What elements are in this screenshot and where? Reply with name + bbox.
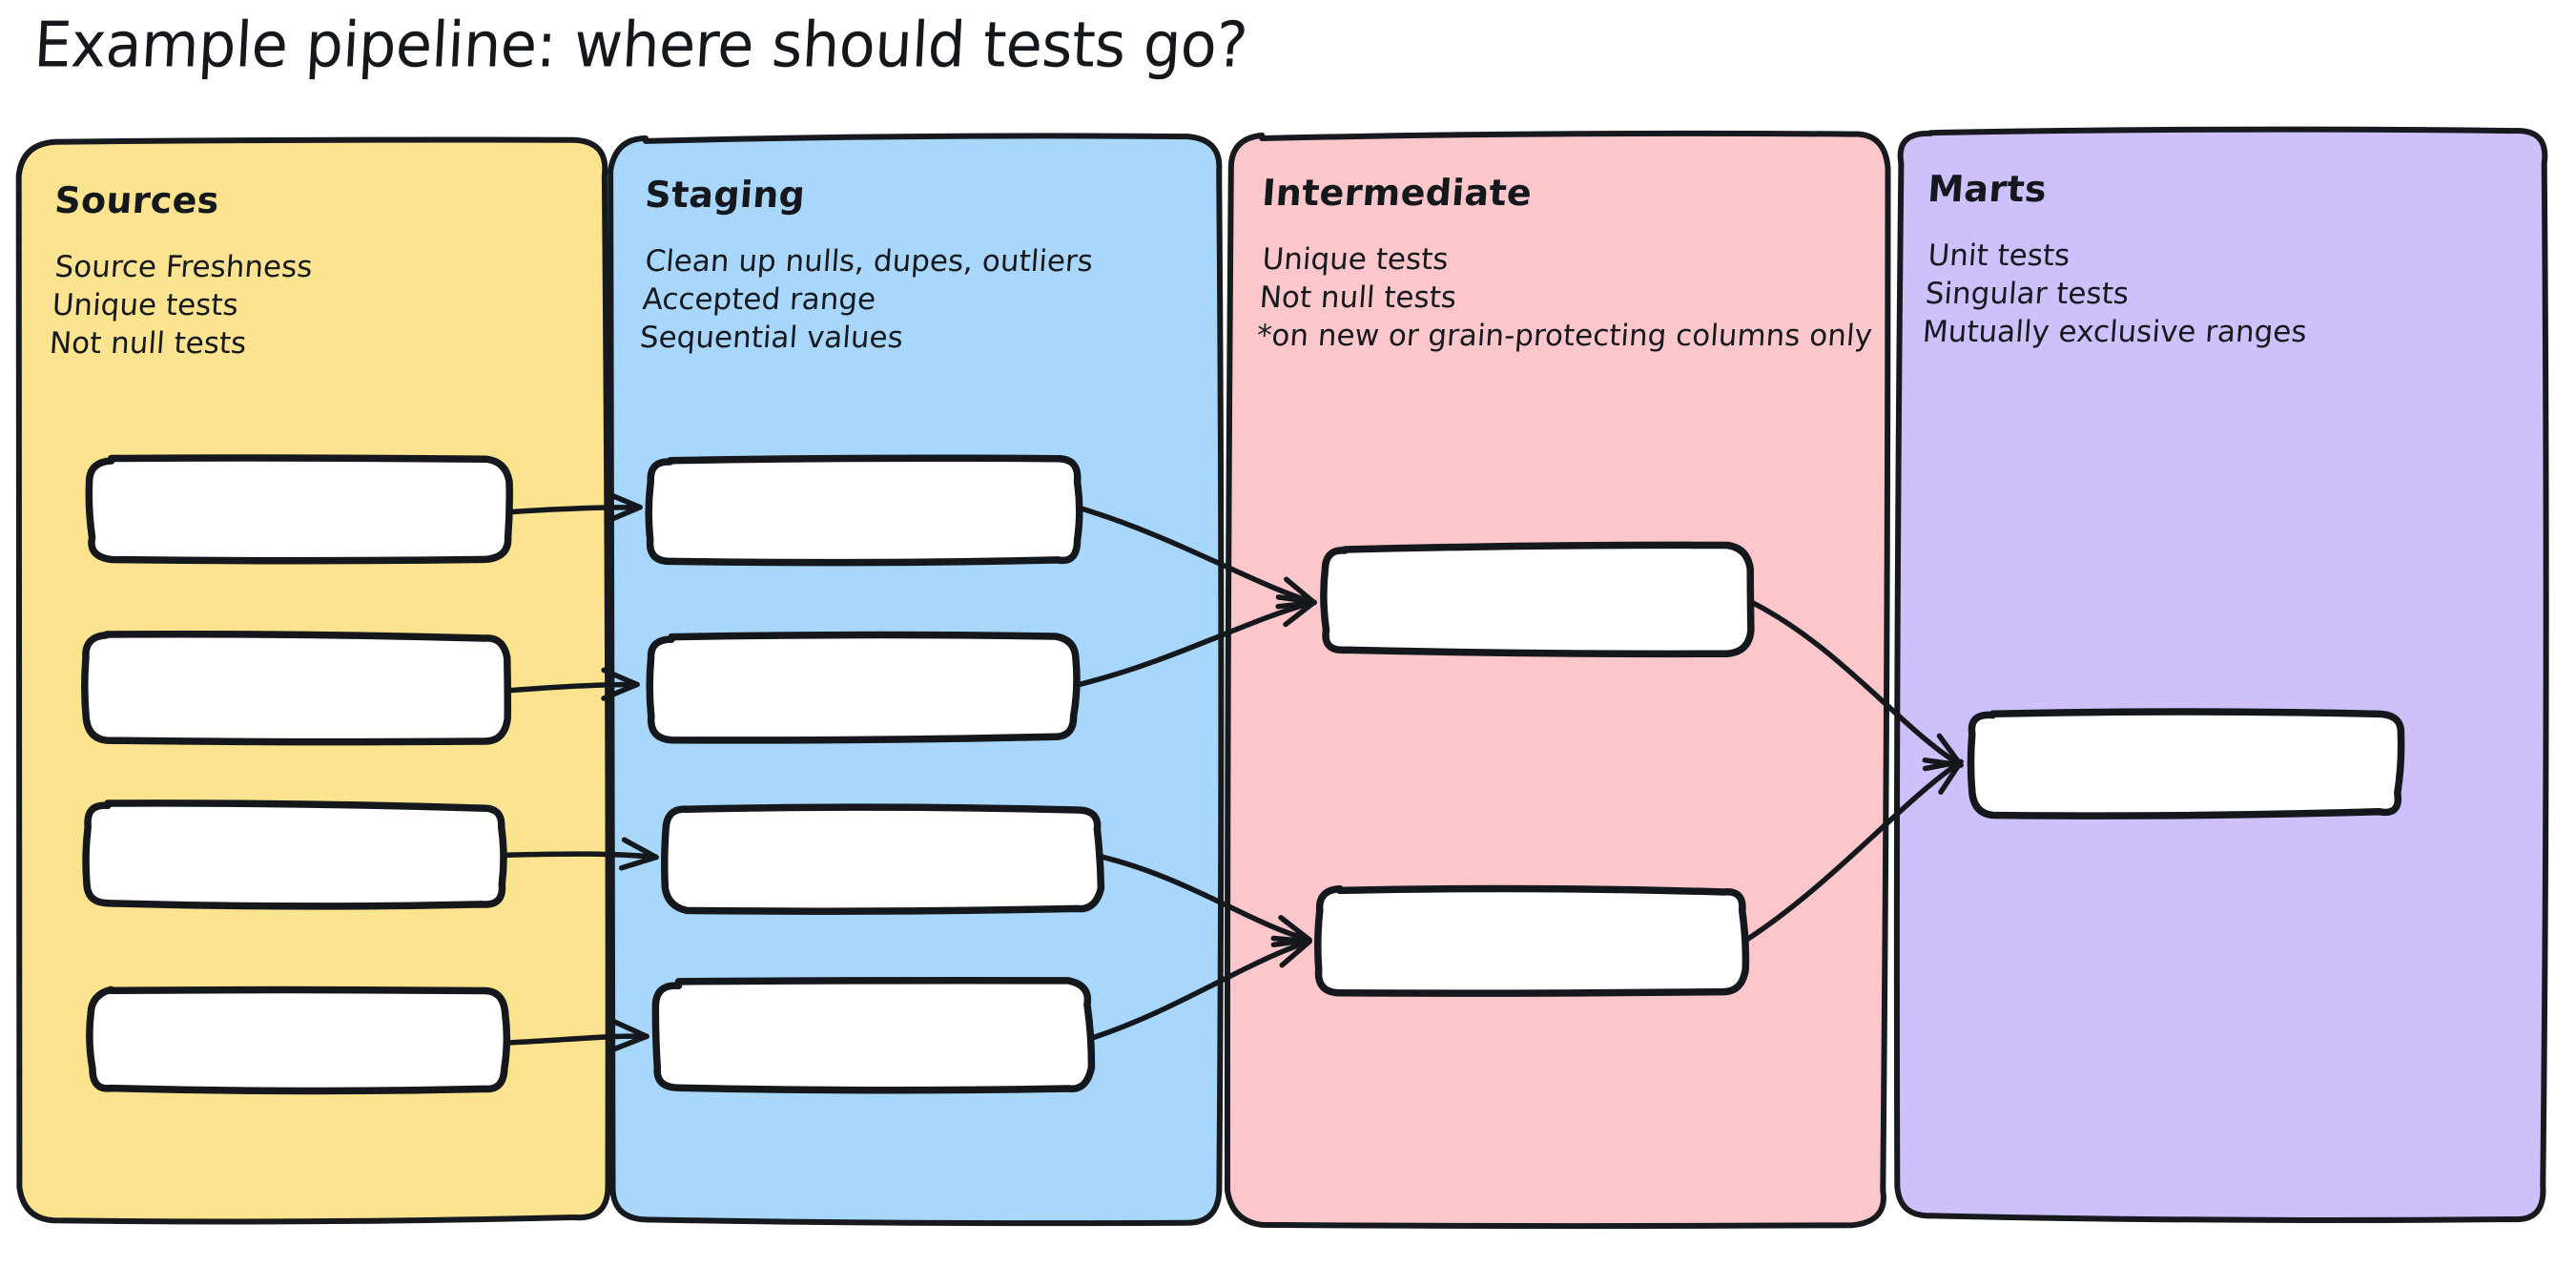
node-boxes [81, 454, 2405, 1095]
node-int-2[interactable] [1314, 884, 1750, 997]
lane-note-line: Not null tests [1258, 280, 1458, 315]
lane-note-line: Singular tests [1924, 277, 2131, 311]
arrowhead-icon [601, 681, 640, 701]
arrowhead-icon [604, 490, 643, 510]
arrowhead-icon [1275, 594, 1317, 605]
lane-note-line: Source Freshness [53, 250, 314, 284]
lane-note-line: Sequential values [638, 321, 905, 355]
edge-src-3-to-stg-3 [503, 851, 659, 861]
lane-heading-staging: Staging [643, 174, 807, 216]
arrowhead-icon [1279, 939, 1312, 968]
node-stg-1[interactable] [645, 454, 1083, 567]
edge-stg-2-to-int-1 [1077, 599, 1317, 688]
arrowhead-icon [1270, 935, 1312, 944]
lane-note-line: *on new or grain-protecting columns only [1255, 319, 1874, 353]
lane-note-line: Not null tests [48, 326, 248, 361]
node-stg-2[interactable] [646, 631, 1081, 744]
edge-src-4-to-stg-4 [506, 1033, 649, 1046]
edge-int-1-to-mart-1 [1749, 599, 1964, 768]
node-int-1[interactable] [1320, 541, 1755, 658]
arrowhead-icon [1284, 576, 1317, 606]
arrowhead-icon [618, 854, 659, 871]
lane-note-line: Mutually exclusive ranges [1921, 315, 2308, 349]
edge-stg-3-to-int-2 [1096, 853, 1312, 943]
edge-stg-4-to-int-2 [1086, 939, 1312, 1042]
node-src-4[interactable] [86, 986, 511, 1095]
node-src-3[interactable] [82, 799, 507, 910]
arrowhead-icon [609, 1033, 649, 1052]
lane-marts[interactable] [1893, 126, 2549, 1223]
arrowhead-icon [601, 667, 640, 688]
edge-src-2-to-stg-2 [505, 681, 640, 694]
arrowhead-icon [621, 837, 659, 861]
lane-note-line: Unit tests [1927, 239, 2071, 273]
edge-stg-1-to-int-1 [1080, 506, 1317, 606]
arrowhead-icon [1278, 915, 1312, 943]
lane-note-line: Accepted range [641, 282, 877, 317]
lane-heading-marts: Marts [1926, 168, 2049, 210]
arrowhead-icon [604, 504, 643, 525]
edge-src-1-to-stg-1 [509, 504, 643, 515]
lane-heading-sources: Sources [52, 179, 221, 221]
arrowhead-icon [1922, 758, 1964, 772]
lane-note-line: Unique tests [51, 288, 239, 322]
lane-heading-intermediate: Intermediate [1260, 172, 1534, 214]
arrowhead-icon [610, 1018, 649, 1040]
edge-connectors [503, 490, 1964, 1052]
arrowhead-icon [1938, 758, 1964, 795]
node-mart-1[interactable] [1967, 708, 2405, 820]
node-src-2[interactable] [81, 630, 512, 746]
arrowhead-icon [1283, 599, 1317, 628]
node-stg-3[interactable] [660, 803, 1105, 915]
edge-int-2-to-mart-1 [1744, 758, 1964, 943]
node-stg-4[interactable] [651, 976, 1096, 1094]
lane-note-line: Clean up nulls, dupes, outliers [644, 244, 1095, 279]
lane-note-line: Unique tests [1261, 242, 1450, 277]
node-src-1[interactable] [85, 454, 513, 565]
